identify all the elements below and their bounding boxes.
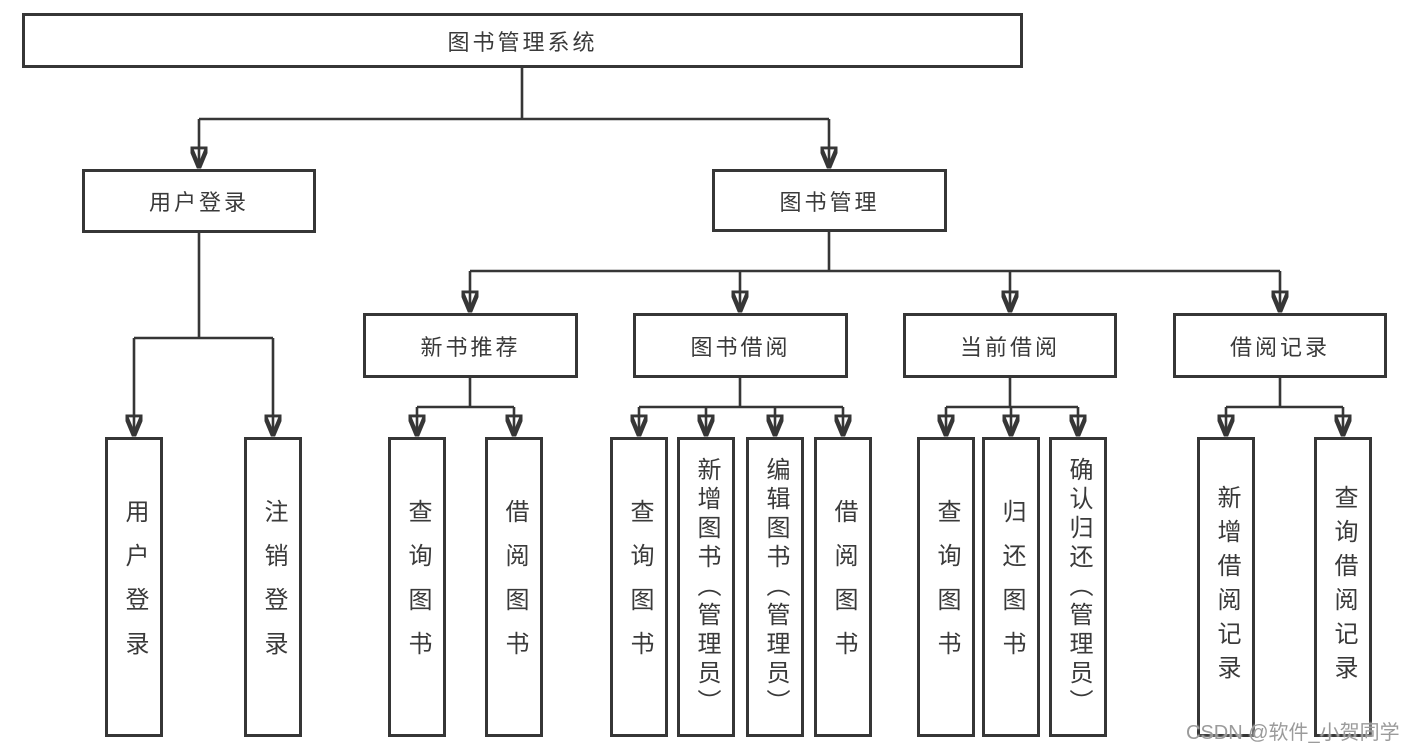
node-user-login: 用户登录	[82, 169, 316, 233]
connector-book-borrow-children	[639, 378, 843, 434]
leaf-label: 归还图书	[998, 499, 1025, 675]
leaf-label: 查询图书	[626, 499, 653, 675]
connector-root-to-level2	[199, 68, 829, 166]
leaf-label: 注销登录	[260, 499, 287, 675]
leaf-label: 新增图书（管理员）	[693, 456, 720, 718]
leaf-logout: 注销登录	[244, 437, 302, 737]
node-label: 当前借阅	[959, 334, 1060, 360]
connector-borrow-record-children	[1226, 378, 1343, 434]
connector-user-login-children	[134, 233, 273, 434]
leaf-edit-book-admin: 编辑图书（管理员）	[746, 437, 804, 737]
leaf-label: 查询借阅记录	[1330, 485, 1357, 689]
leaf-add-book-admin: 新增图书（管理员）	[677, 437, 735, 737]
connector-current-borrow-children	[946, 378, 1078, 434]
node-label: 图书借阅	[690, 334, 791, 360]
leaf-label: 借阅图书	[501, 499, 528, 675]
leaf-confirm-return-admin: 确认归还（管理员）	[1049, 437, 1107, 737]
node-label: 用户登录	[148, 190, 249, 215]
node-new-book-recommend: 新书推荐	[363, 313, 578, 378]
leaf-query-books-recommend: 查询图书	[388, 437, 446, 737]
leaf-label: 用户登录	[121, 499, 148, 675]
node-root-system: 图书管理系统	[22, 13, 1023, 68]
leaf-label: 编辑图书（管理员）	[762, 456, 789, 718]
node-label: 新书推荐	[420, 334, 521, 360]
leaf-query-borrow-record: 查询借阅记录	[1314, 437, 1372, 737]
leaf-label: 新增借阅记录	[1213, 485, 1240, 689]
csdn-watermark: CSDN @软件_小贺同学	[1186, 722, 1400, 744]
leaf-label: 查询图书	[933, 499, 960, 675]
node-label: 借阅记录	[1229, 334, 1330, 360]
leaf-borrow-books: 借阅图书	[814, 437, 872, 737]
leaf-user-login: 用户登录	[105, 437, 163, 737]
node-book-management: 图书管理	[712, 169, 947, 232]
node-current-borrow: 当前借阅	[903, 313, 1117, 378]
node-book-borrow: 图书借阅	[633, 313, 848, 378]
connector-book-management-children	[470, 232, 1280, 310]
node-label: 图书管理系统	[447, 29, 598, 55]
leaf-query-books-current: 查询图书	[917, 437, 975, 737]
leaf-query-books-borrow: 查询图书	[610, 437, 668, 737]
node-label: 图书管理	[779, 189, 880, 215]
connector-new-book-children	[417, 378, 514, 434]
leaf-borrow-books-recommend: 借阅图书	[485, 437, 543, 737]
leaf-return-book: 归还图书	[982, 437, 1040, 737]
node-borrow-records: 借阅记录	[1173, 313, 1387, 378]
leaf-label: 确认归还（管理员）	[1065, 456, 1092, 718]
leaf-add-borrow-record: 新增借阅记录	[1197, 437, 1255, 737]
leaf-label: 借阅图书	[830, 499, 857, 675]
leaf-label: 查询图书	[404, 499, 431, 675]
